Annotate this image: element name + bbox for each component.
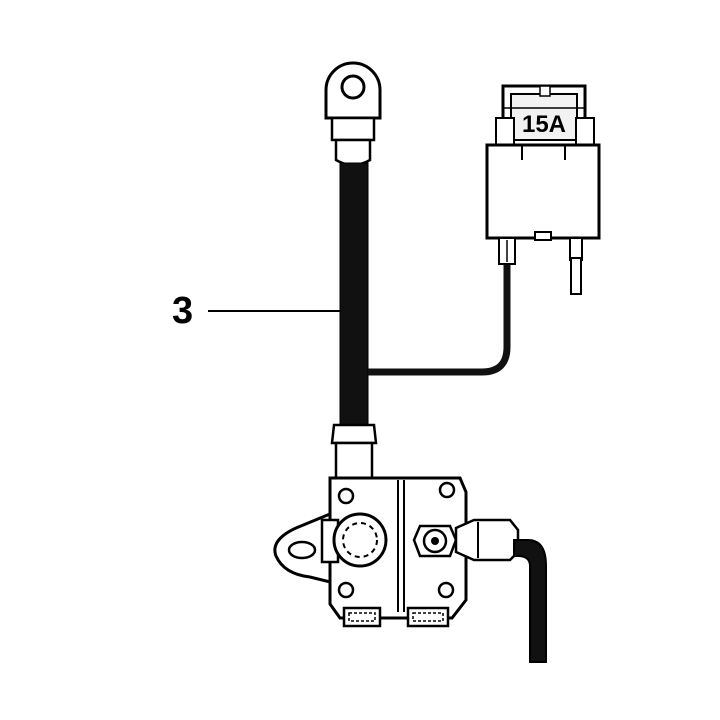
solenoid-relay	[273, 476, 520, 628]
main-cable	[339, 162, 369, 431]
output-cable	[513, 539, 547, 663]
branch-wire	[368, 258, 511, 376]
ring-terminal	[324, 61, 382, 167]
fuse-holder	[485, 84, 601, 295]
callout-number: 3	[172, 290, 193, 332]
fuse-rating-label: 15A	[522, 111, 566, 138]
